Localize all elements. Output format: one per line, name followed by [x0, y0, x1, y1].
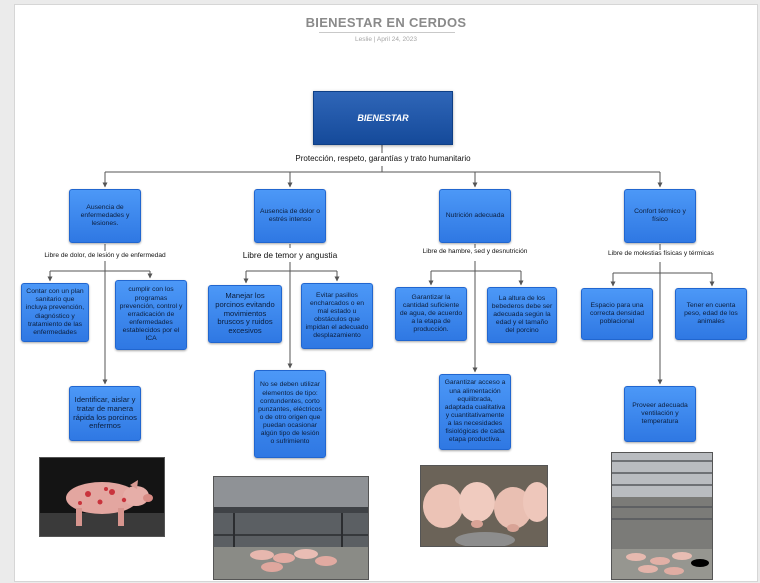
- author-date: Leslie | April 24, 2023: [354, 36, 418, 43]
- caption-temor-angustia: Libre de temor y angustia: [242, 250, 338, 260]
- node-evitar-pasillos[interactable]: Evitar pasillos encharcados o en mal est…: [301, 283, 373, 349]
- header-dolor-estres[interactable]: Ausencia de dolor o estrés intenso: [254, 189, 326, 243]
- caption-hambre-sed: Libre de hambre, sed y desnutrición: [422, 248, 528, 255]
- pig-pen-illustration: [214, 477, 368, 579]
- piglets-eating-photo: [420, 465, 548, 547]
- header-nutricion[interactable]: Nutrición adecuada: [439, 189, 511, 243]
- caption-enfermedades: Libre de dolor, de lesión y de enfermeda…: [44, 252, 166, 259]
- barn-illustration: [612, 453, 712, 579]
- node-programas-ica[interactable]: cumplir con los programas prevención, co…: [115, 280, 187, 350]
- node-no-utilizar-elementos[interactable]: No se deben utilizar elementos de tipo: …: [254, 370, 326, 458]
- node-aislar-enfermos[interactable]: Identificar, aislar y tratar de manera r…: [69, 386, 141, 441]
- node-manejar-porcinos[interactable]: Manejar los porcinos evitando movimiento…: [208, 285, 282, 343]
- root-caption: Protección, respeto, garantías y trato h…: [295, 154, 471, 163]
- canvas-page: BIENESTAR EN CERDOS Leslie | April 24, 2…: [14, 4, 758, 582]
- node-densidad-poblacional[interactable]: Espacio para una correcta densidad pobla…: [581, 288, 653, 340]
- barn-photo: [611, 452, 713, 580]
- caption-molestias: Libre de molestias físicas y térmicas: [608, 250, 714, 257]
- document-title: BIENESTAR EN CERDOS: [305, 15, 467, 30]
- node-altura-bebederos[interactable]: La altura de los bebederos debe ser adec…: [487, 287, 557, 343]
- sick-pig-photo: [39, 457, 165, 537]
- connector-lines: [47, 144, 715, 385]
- sick-pig-illustration: [40, 458, 164, 536]
- node-plan-sanitario[interactable]: Contar con un plan sanitario que incluya…: [21, 283, 89, 342]
- title-divider: [319, 32, 455, 33]
- header-enfermedades[interactable]: Ausencia de enfermedades y lesiones.: [69, 189, 141, 243]
- node-alimentacion-equilibrada[interactable]: Garantizar acceso a una alimentación equ…: [439, 374, 511, 450]
- node-peso-edad[interactable]: Tener en cuenta peso, edad de los animal…: [675, 288, 747, 340]
- pig-pen-photo: [213, 476, 369, 580]
- node-ventilacion-temperatura[interactable]: Proveer adecuada ventilación y temperatu…: [624, 386, 696, 442]
- node-cantidad-agua[interactable]: Garantizar la cantidad suficiente de agu…: [395, 287, 467, 341]
- root-node[interactable]: BIENESTAR: [313, 91, 453, 145]
- piglets-illustration: [421, 466, 547, 546]
- header-confort[interactable]: Confort térmico y físico: [624, 189, 696, 243]
